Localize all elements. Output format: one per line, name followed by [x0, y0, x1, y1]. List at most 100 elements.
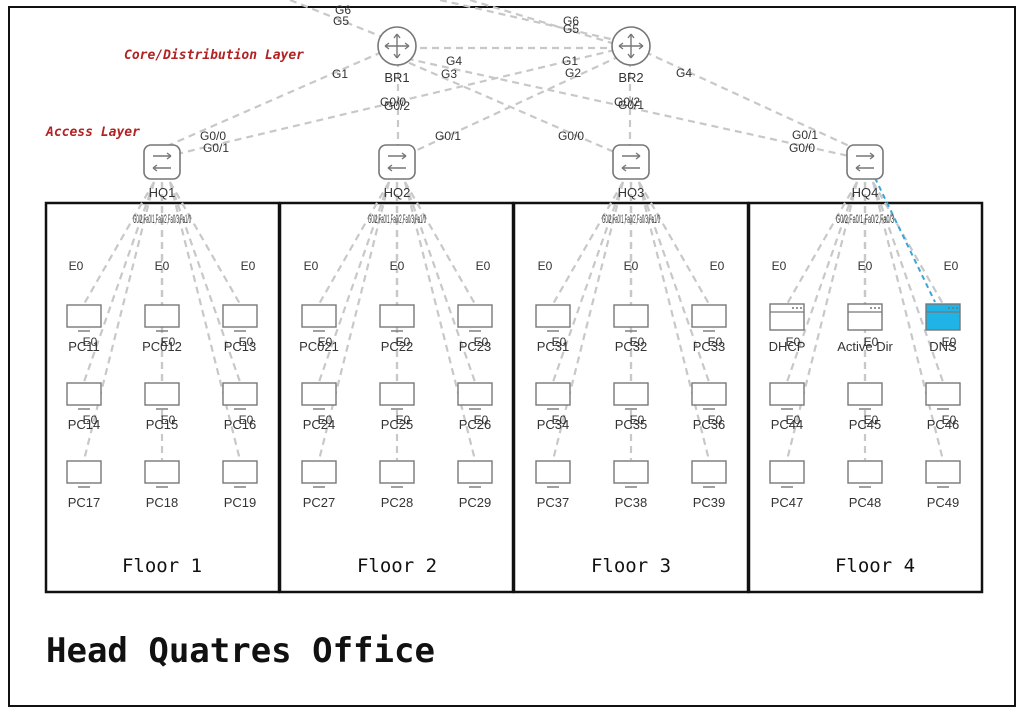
floor-4-box [747, 201, 984, 594]
link-br2-hq2 [399, 55, 621, 159]
pc-pc46[interactable] [925, 382, 961, 410]
link-br1-hq1 [157, 50, 383, 152]
pc-pc49[interactable] [925, 460, 961, 488]
server-led [878, 307, 880, 309]
device-label: PC38 [615, 495, 648, 510]
port-label: G5 [333, 14, 349, 28]
switch-arrows-icon [621, 152, 641, 172]
pc-pc26[interactable] [457, 382, 493, 410]
pc-pc28[interactable] [379, 460, 415, 488]
pc-pc16[interactable] [222, 382, 258, 410]
device-label: PC39 [693, 495, 726, 510]
server-led [792, 307, 794, 309]
port-label: G0/1 [792, 128, 818, 142]
device-label: PC22 [381, 339, 414, 354]
pc-pc32[interactable] [613, 304, 649, 332]
pc-pc27[interactable] [301, 460, 337, 488]
port-label: G0/0 [380, 95, 406, 109]
access-link [83, 181, 155, 305]
port-label: G0/0 [558, 129, 584, 143]
server-active-dir[interactable] [847, 303, 883, 331]
device-label: PC32 [615, 339, 648, 354]
pc-pc24[interactable] [301, 382, 337, 410]
pc-pc25[interactable] [379, 382, 415, 410]
monitor-icon [301, 304, 337, 328]
core-layer-label: Core/Distribution Layer [124, 48, 304, 63]
floor-label: Floor 4 [835, 555, 915, 577]
pc-pc18[interactable] [144, 460, 180, 488]
pc-pc29[interactable] [457, 460, 493, 488]
pc-pc39[interactable] [691, 460, 727, 488]
port-e0-label: E0 [155, 259, 170, 273]
floor-label: Floor 1 [122, 555, 202, 577]
port-e0-label: E0 [69, 259, 84, 273]
server-dhcp[interactable] [769, 303, 805, 331]
switch-arrows-icon [387, 152, 407, 172]
pc-pc15[interactable] [144, 382, 180, 410]
pc-pc33[interactable] [691, 304, 727, 332]
pc-pc22[interactable] [379, 304, 415, 332]
switch-hq1[interactable] [143, 144, 181, 180]
switch-port-labels: G0/2,Fa0/1,Fa0/2,Fa0/3,Fa1/0 [133, 212, 191, 226]
switch-hq3[interactable] [612, 144, 650, 180]
pc-pc19[interactable] [222, 460, 258, 488]
device-label: PC25 [381, 417, 414, 432]
server-led [796, 307, 798, 309]
port-label: G3 [441, 67, 457, 81]
router-br1[interactable] [377, 26, 417, 66]
pc-pc37[interactable] [535, 460, 571, 488]
port-e0-label: E0 [538, 259, 553, 273]
pc-pc35[interactable] [613, 382, 649, 410]
pc-pc34[interactable] [535, 382, 571, 410]
monitor-icon [66, 304, 102, 328]
router-br2[interactable] [611, 26, 651, 66]
port-e0-label: E0 [708, 413, 723, 427]
switch-label: HQ4 [852, 185, 879, 200]
monitor-icon [457, 304, 493, 328]
server-led [948, 307, 950, 309]
access-link [638, 181, 710, 305]
switch-port-labels: G0/2,Fa0/1,Fa0/2,Fa0/3,Fa1/0 [602, 212, 660, 226]
pc-pc23[interactable] [457, 304, 493, 332]
device-label: PC13 [224, 339, 257, 354]
port-e0-label: E0 [161, 413, 176, 427]
pc-pc38[interactable] [613, 460, 649, 488]
pc-pc44[interactable] [769, 382, 805, 410]
device-label: PC26 [459, 417, 492, 432]
switch-icon [612, 144, 650, 180]
pc-pc36[interactable] [691, 382, 727, 410]
device-label: PC11 [68, 339, 100, 354]
device-label: PC45 [849, 417, 882, 432]
pc-pc11[interactable] [66, 304, 102, 332]
switch-hq2[interactable] [378, 144, 416, 180]
access-link [786, 181, 858, 305]
pc-pc47[interactable] [769, 460, 805, 488]
pc-pc021[interactable] [301, 304, 337, 332]
switch-label: HQ1 [149, 185, 176, 200]
pc-pc31[interactable] [535, 304, 571, 332]
port-e0-label: E0 [241, 259, 256, 273]
monitor-icon [613, 382, 649, 406]
port-label: G6 [563, 14, 579, 28]
pc-pc13[interactable] [222, 304, 258, 332]
router-arrows-icon [384, 33, 410, 59]
pc-pc48[interactable] [847, 460, 883, 488]
monitor-icon [691, 382, 727, 406]
monitor-icon [379, 304, 415, 328]
monitor-icon [144, 460, 180, 484]
switch-hq4[interactable] [846, 144, 884, 180]
switch-label: HQ2 [384, 185, 411, 200]
pc-pc17[interactable] [66, 460, 102, 488]
link-br1-hq3 [397, 56, 629, 160]
pc-pc45[interactable] [847, 382, 883, 410]
floor-label: Floor 3 [591, 555, 671, 577]
monitor-icon [769, 382, 805, 406]
port-e0-label: E0 [476, 259, 491, 273]
pc-pc14[interactable] [66, 382, 102, 410]
pc-pc012[interactable] [144, 304, 180, 332]
device-label: PC44 [771, 417, 804, 432]
device-label: PC24 [303, 417, 336, 432]
server-dns[interactable] [925, 303, 961, 331]
